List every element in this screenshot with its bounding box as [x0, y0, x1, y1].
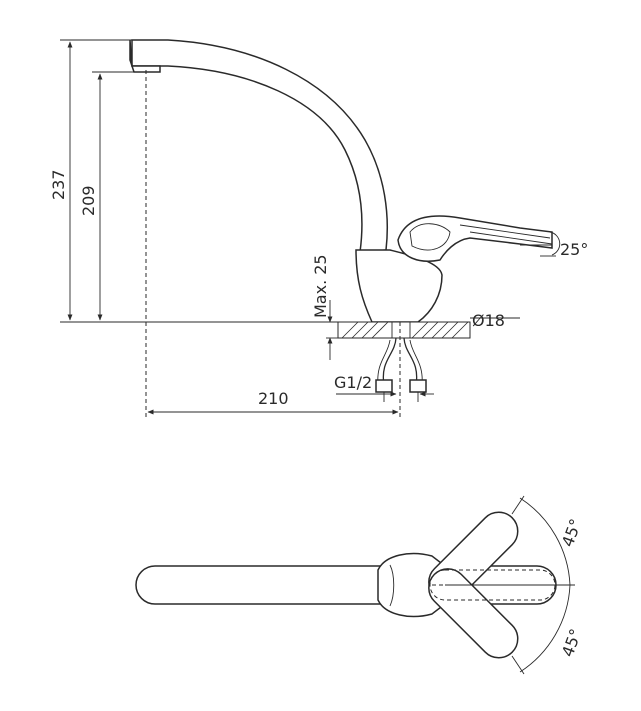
spout-body	[131, 39, 389, 253]
dim-height-209: 209	[79, 185, 98, 216]
supply-hoses	[375, 337, 427, 402]
countertop	[337, 321, 471, 339]
handle-lever	[397, 215, 553, 262]
angle-upper-label: 45°	[558, 516, 586, 549]
dim-thread-g12: G1/2	[334, 373, 372, 392]
dim-max-25: Max. 25	[311, 254, 330, 318]
dim-hole-diameter: Ø18	[472, 311, 505, 330]
handle-angle-label: 25°	[560, 240, 588, 259]
dim-reach-210: 210	[258, 389, 289, 408]
angle-lower-label: 45°	[558, 626, 586, 659]
dim-height-237: 237	[49, 169, 68, 200]
top-view: 45° 45°	[135, 495, 586, 675]
aerator	[129, 39, 161, 73]
side-view: 25°	[49, 39, 588, 420]
handle-lower	[428, 568, 519, 659]
